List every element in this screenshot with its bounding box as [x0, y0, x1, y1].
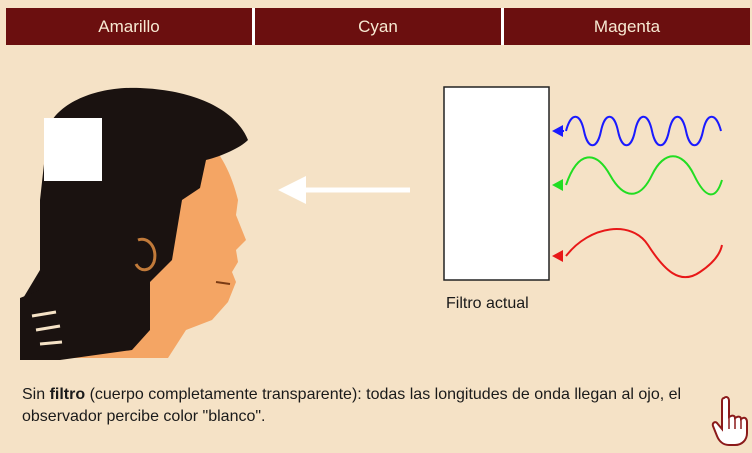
- tab-bar: Amarillo Cyan Magenta: [6, 8, 750, 45]
- tab-amarillo[interactable]: Amarillo: [6, 8, 252, 45]
- green-wave: [552, 155, 723, 196]
- filter-box: [443, 86, 550, 281]
- observer-head-illustration: [20, 87, 248, 360]
- caption-text: Sin filtro (cuerpo completamente transpa…: [22, 384, 702, 428]
- caption-body: (cuerpo completamente transparente): tod…: [22, 386, 682, 425]
- filter-label: Filtro actual: [446, 295, 529, 312]
- red-wave: [552, 228, 723, 279]
- pointing-hand-icon[interactable]: [710, 395, 750, 447]
- tab-magenta[interactable]: Magenta: [501, 8, 750, 45]
- light-arrow: [278, 176, 410, 204]
- blue-wave: [552, 115, 722, 147]
- caption-prefix: Sin: [22, 386, 50, 403]
- tab-cyan[interactable]: Cyan: [252, 8, 501, 45]
- caption-keyword: filtro: [49, 386, 86, 403]
